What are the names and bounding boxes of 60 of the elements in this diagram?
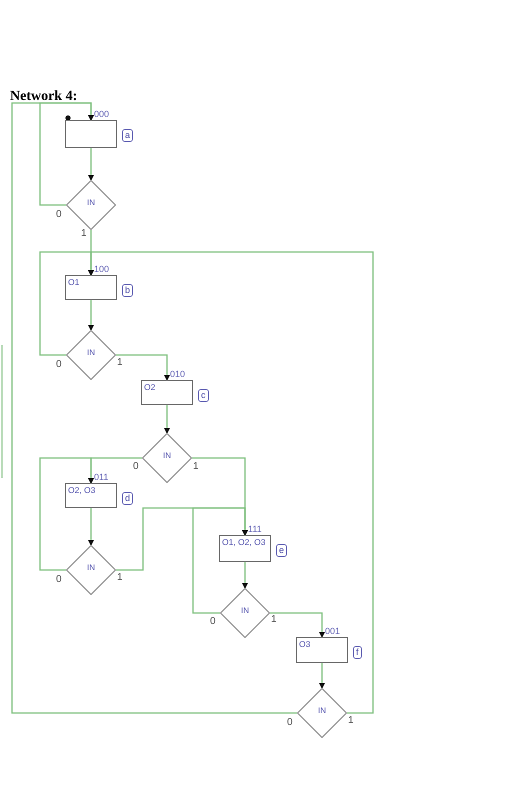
edge-label: 0: [56, 360, 62, 370]
state-box: [296, 637, 348, 663]
state-code: 011: [94, 473, 108, 482]
state-code: 010: [170, 370, 186, 379]
edge-label: 1: [348, 716, 354, 726]
state-box: [141, 380, 193, 405]
state-box: [65, 120, 117, 148]
edge-label: 1: [81, 229, 87, 239]
state-code: 111: [248, 525, 262, 534]
condition-text: IN: [317, 707, 327, 715]
state-box: [65, 275, 117, 300]
edge-label: 0: [56, 210, 62, 220]
edge-label: 0: [56, 575, 62, 585]
decision-diamond: [66, 180, 116, 230]
arrow: [88, 300, 94, 331]
edge-label: 0: [133, 462, 139, 472]
condition-text: IN: [86, 199, 96, 207]
edge-label: 1: [193, 462, 199, 472]
decision-diamond: [297, 688, 347, 738]
condition-text: IN: [86, 564, 96, 572]
arrow: [88, 148, 94, 181]
arrow: [319, 663, 325, 689]
title: Network 4:: [10, 90, 78, 104]
arrow: [11, 102, 297, 714]
state-box: [65, 483, 117, 508]
condition-text: IN: [240, 607, 250, 615]
output-text: O1, O2, O3: [222, 537, 266, 547]
arrow: [270, 612, 325, 638]
output-text: O2, O3: [68, 485, 96, 495]
state-letter: b: [122, 284, 134, 297]
decision-diamond: [66, 545, 116, 595]
state-letter: e: [276, 544, 288, 557]
output-text: O2: [144, 382, 156, 392]
decision-diamond: [142, 433, 192, 483]
output-text: O3: [299, 639, 312, 649]
output-text: O1: [68, 277, 80, 287]
state-letter: f: [353, 646, 362, 659]
state-box: [219, 535, 271, 562]
state-letter: d: [122, 492, 134, 505]
state-code: 001: [325, 627, 340, 636]
edge-label: 0: [287, 718, 293, 728]
decision-diamond: [66, 330, 116, 380]
state-code: 000: [94, 110, 110, 119]
arrow: [242, 562, 248, 589]
state-code: 100: [94, 265, 110, 274]
state-letter: a: [122, 129, 134, 142]
condition-text: IN: [162, 452, 172, 460]
condition-text: IN: [86, 349, 96, 357]
arrow: [164, 405, 170, 434]
edge-label: 0: [210, 617, 216, 627]
arrow: [88, 508, 94, 546]
decision-diamond: [220, 588, 270, 638]
state-letter: c: [198, 389, 208, 402]
arrow: [192, 507, 248, 614]
edge-label: 1: [117, 573, 123, 583]
edge-label: 1: [271, 615, 277, 625]
arrow: [39, 457, 94, 571]
arrow: [116, 354, 170, 381]
arrow: [88, 251, 374, 714]
edge-label: 1: [117, 358, 123, 368]
